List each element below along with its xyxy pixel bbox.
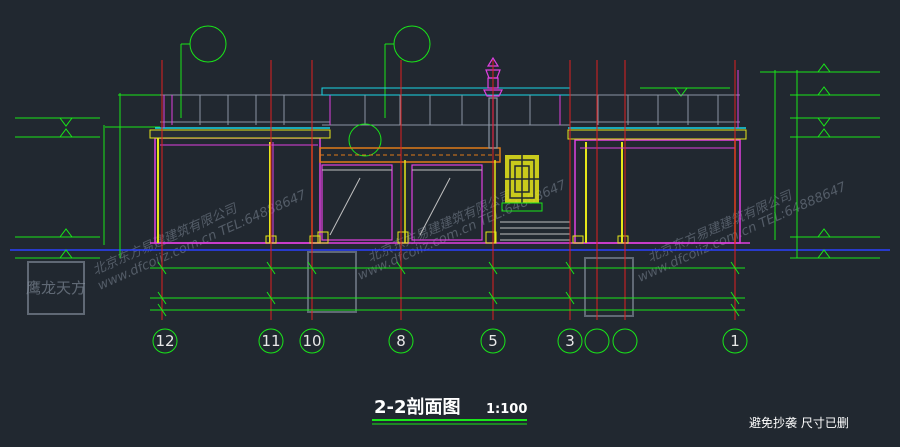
axis-bubble-circle [612,328,638,354]
left-railing [160,94,330,128]
watermark-seal-text: 鹰龙天方 [26,279,86,297]
copyright-note: 避免抄袭 尺寸已删 [749,415,849,430]
axis-bubble-label: 10 [302,332,321,350]
axis-bubble-label: 11 [261,332,280,350]
axis-bubble: 11 [258,328,284,354]
axis-bubble: 8 [388,328,414,354]
axis-bubble-circle [388,328,414,354]
right-wing [567,127,747,244]
left-elevation-markers [15,93,160,259]
center-hall [317,87,571,244]
watermark-seal [584,257,634,317]
axis-bubble-circle [557,328,583,354]
axis-bubble-circle [152,328,178,354]
drawing-scale: 1:100 [486,402,527,417]
right-railing [570,70,740,128]
detail-callouts [180,25,431,118]
axis-bubble: 12 [152,328,178,354]
axis-bubble: 1 [722,328,748,354]
axis-bubble-circle [480,328,506,354]
axis-bubble-circle [722,328,748,354]
axis-bubble: 5 [480,328,506,354]
watermark-line: www.dfcoiiz.com.cn TEL:64888647 [636,179,850,285]
axis-bubble [612,328,638,354]
watermark-line: www.dfcoiiz.com.cn TEL:64888647 [96,187,310,293]
axis-bubble: 3 [557,328,583,354]
axis-grid-lines [161,60,736,320]
watermark-seal: 鹰龙天方 [26,261,86,315]
right-elevation-markers [640,63,880,259]
axis-bubble-circle [299,328,325,354]
drawing-title: 2-2剖面图 [374,396,461,418]
axis-bubble-circle [584,328,610,354]
left-wing [149,127,331,244]
axis-bubble-circle [258,328,284,354]
axis-bubble-label: 1 [730,332,740,350]
axis-bubble-label: 5 [488,332,498,350]
bottom-dimension-lines [150,261,745,317]
axis-bubbles: 12 11 10 8 5 3 1 [152,328,748,354]
lattice-window [500,155,570,241]
title-block: 2-2剖面图 1:100 [372,396,527,425]
watermark: 鹰龙天方 北京东方易建建筑有限公司 www.dfcoiiz.com.cn TEL… [26,177,850,317]
axis-bubble-label: 12 [155,332,174,350]
axis-bubble-label: 8 [396,332,406,350]
watermark-seal [307,251,357,313]
axis-bubble [584,328,610,354]
axis-bubble: 10 [299,328,325,354]
axis-bubble-label: 3 [565,332,575,350]
